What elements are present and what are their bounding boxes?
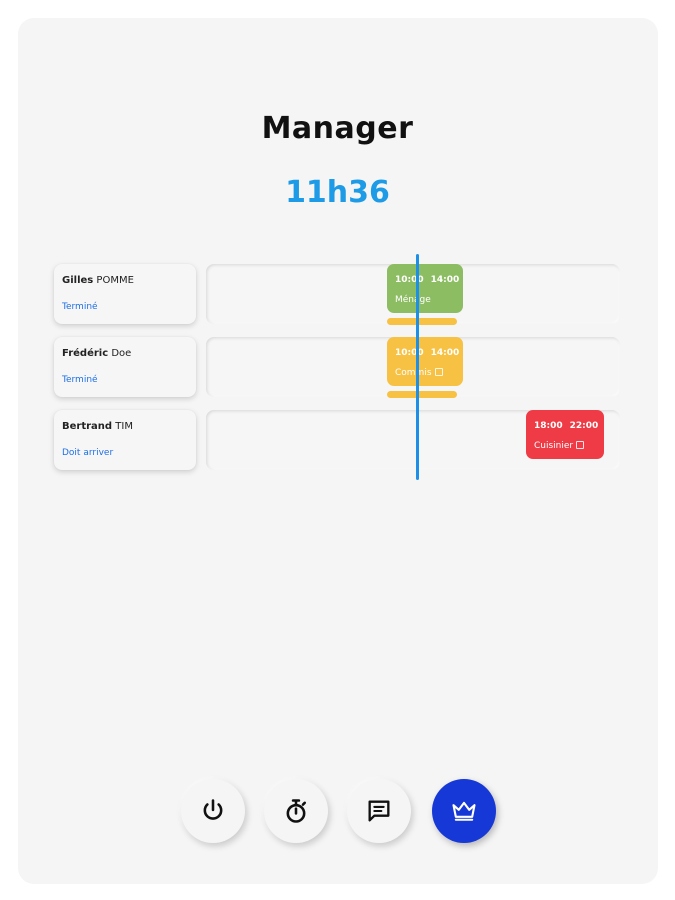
shift-end-time: 14:00	[430, 275, 460, 285]
employee-first-name: Gilles	[62, 275, 94, 286]
employee-last-name: TIM	[115, 421, 133, 432]
employee-card[interactable]: Bertrand TIM Doit arriver	[54, 410, 196, 470]
employee-last-name: POMME	[96, 275, 134, 286]
shift-start-time: 18:00	[534, 421, 563, 431]
messages-button[interactable]	[347, 779, 411, 843]
shift-end-time: 22:00	[569, 421, 599, 431]
shift-progress-bar	[387, 318, 457, 325]
current-time: 11h36	[285, 175, 390, 210]
stopwatch-icon	[286, 799, 307, 823]
timer-button[interactable]	[264, 779, 328, 843]
employee-card[interactable]: Frédéric Doe Terminé	[54, 337, 196, 397]
page-title: Manager	[261, 111, 414, 146]
shift-role: Commis	[395, 368, 432, 378]
employee-first-name: Bertrand	[62, 421, 113, 432]
power-icon	[203, 799, 223, 820]
manager-button[interactable]	[432, 779, 496, 843]
power-button[interactable]	[181, 779, 245, 843]
shift-start-time: 10:00	[395, 348, 424, 358]
employee-first-name: Frédéric	[62, 348, 109, 359]
employee-status: Terminé	[62, 375, 98, 385]
employee-status: Doit arriver	[62, 448, 114, 458]
shift-block[interactable]: 10:00 14:00 Commis	[387, 337, 463, 386]
shift-start-time: 10:00	[395, 275, 424, 285]
bag-icon	[576, 441, 585, 449]
shift-role: Cuisinier	[534, 441, 574, 451]
shift-block[interactable]: 10:00 14:00 Ménage	[387, 264, 463, 313]
current-time-indicator	[416, 254, 419, 480]
shift-block[interactable]: 18:00 22:00 Cuisinier	[526, 410, 604, 459]
message-icon	[368, 800, 390, 822]
shift-role: Ménage	[395, 295, 431, 305]
employee-last-name: Doe	[111, 348, 132, 359]
employee-card[interactable]: Gilles POMME Terminé	[54, 264, 196, 324]
employee-status: Terminé	[62, 302, 98, 312]
bag-icon	[434, 368, 443, 376]
shift-progress-bar	[387, 391, 457, 398]
crown-icon	[452, 801, 476, 821]
shift-end-time: 14:00	[430, 348, 460, 358]
